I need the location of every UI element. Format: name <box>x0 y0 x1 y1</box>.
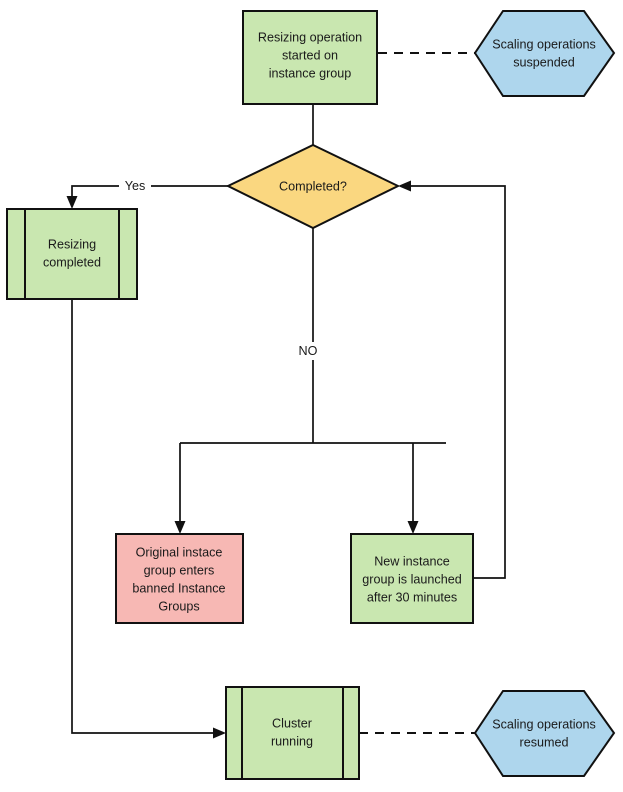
node-body[interactable] <box>6 208 138 300</box>
edge-completed-no-bus: NO <box>180 228 446 444</box>
node-resizing-completed[interactable]: Resizing completed <box>6 208 138 300</box>
arrow-head-icon <box>66 196 78 209</box>
arrow-head-icon <box>174 521 186 534</box>
edge-label-backdrop <box>119 177 151 194</box>
node-label-line-1: Original instace <box>136 545 223 559</box>
node-body[interactable] <box>350 533 474 624</box>
edge-bus-to-banned-groups <box>174 443 186 534</box>
node-label-line-1: Scaling operations <box>492 37 596 51</box>
node-body[interactable] <box>115 533 244 624</box>
node-scaling-operations-resumed[interactable]: Scaling operations resumed <box>473 690 616 777</box>
arrow-head-icon <box>213 727 226 739</box>
node-label-line-2: suspended <box>513 55 575 69</box>
node-label-line-2: started on <box>282 48 338 62</box>
arrow-head-icon <box>407 521 419 534</box>
node-label-line-2: running <box>271 734 313 748</box>
node-banned-instance-groups[interactable]: Original instace group enters banned Ins… <box>115 533 244 624</box>
node-label-line-1: Completed? <box>279 179 347 193</box>
node-label-line-1: Resizing <box>48 237 96 251</box>
edge-new-instance-group-feedback-to-completed <box>398 180 506 579</box>
edge-bus-to-new-instance-group <box>407 443 419 534</box>
node-completed-decision[interactable]: Completed? <box>225 143 401 230</box>
node-label-line-4: Groups <box>158 599 199 613</box>
edge-label-backdrop <box>288 342 322 360</box>
node-label-line-3: after 30 minutes <box>367 590 457 604</box>
node-label-line-1: Scaling operations <box>492 717 596 731</box>
node-body[interactable] <box>242 10 378 105</box>
arrow-head-icon <box>398 180 411 192</box>
edge-label-yes: Yes <box>125 179 146 193</box>
edge-label-no: NO <box>299 344 318 358</box>
edge-resizing-completed-to-cluster-running <box>71 299 226 739</box>
node-label-line-2: group is launched <box>362 572 461 586</box>
node-label-line-1: Resizing operation <box>258 30 362 44</box>
node-resizing-operation-started[interactable]: Resizing operation started on instance g… <box>242 10 378 105</box>
node-label-line-3: instance group <box>269 66 352 80</box>
node-label-line-2: resumed <box>520 735 569 749</box>
node-new-instance-group[interactable]: New instance group is launched after 30 … <box>350 533 474 624</box>
edge-completed-yes-to-resizing-completed: Yes <box>66 177 228 209</box>
edge-line <box>71 185 228 198</box>
node-body[interactable] <box>225 686 360 780</box>
node-cluster-running[interactable]: Cluster running <box>225 686 360 780</box>
node-label-line-2: group enters <box>144 563 215 577</box>
node-scaling-operations-suspended[interactable]: Scaling operations suspended <box>473 10 616 97</box>
node-label-line-2: completed <box>43 255 101 269</box>
node-body[interactable] <box>225 143 401 230</box>
node-label-line-1: New instance <box>374 554 450 568</box>
node-label-line-1: Cluster <box>272 716 312 730</box>
node-body[interactable] <box>473 690 616 777</box>
node-label-line-3: banned Instance <box>132 581 225 595</box>
node-body[interactable] <box>473 10 616 97</box>
edge-line <box>409 185 506 579</box>
edge-line <box>71 299 215 734</box>
